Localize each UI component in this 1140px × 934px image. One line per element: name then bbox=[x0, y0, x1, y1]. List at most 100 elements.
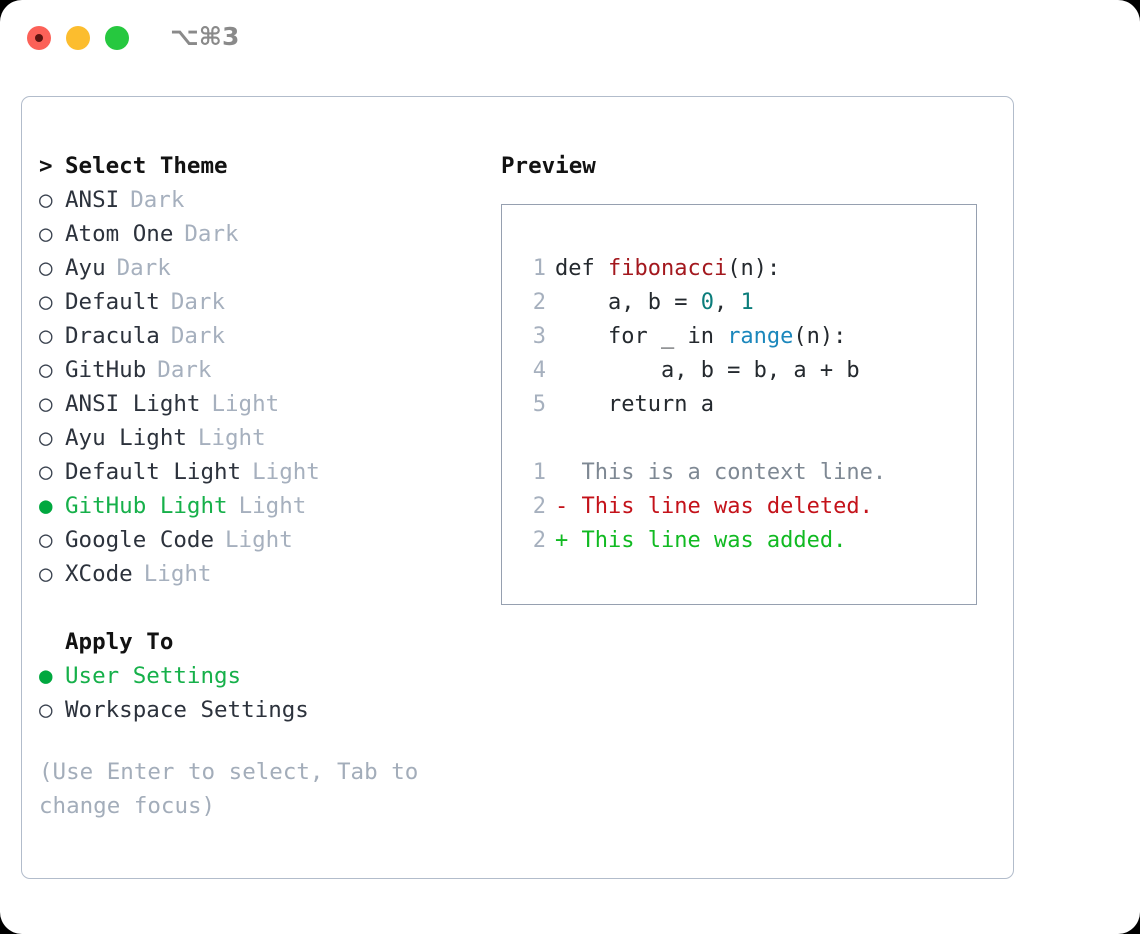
code-token: return a bbox=[555, 392, 714, 417]
theme-category-badge: Light bbox=[252, 459, 320, 485]
diff-marker: - bbox=[555, 494, 582, 519]
keyboard-hint: (Use Enter to select, Tab to change focu… bbox=[39, 759, 419, 819]
line-number: 5 bbox=[532, 392, 546, 417]
apply-to-option-user-settings[interactable]: ●User Settings bbox=[39, 659, 489, 693]
radio-unselected-icon: ○ bbox=[39, 561, 53, 587]
title-bar: ⌥⌘3 bbox=[0, 0, 1140, 78]
code-token: range bbox=[727, 324, 794, 349]
keyboard-shortcut-label: ⌥⌘3 bbox=[170, 22, 240, 51]
line-number: 2 bbox=[532, 290, 546, 315]
minimize-button[interactable] bbox=[66, 26, 90, 50]
code-line: 3 for _ in range(n): bbox=[520, 320, 976, 354]
theme-option-ansi[interactable]: ○ ANSI Dark bbox=[39, 183, 489, 217]
theme-category-badge: Dark bbox=[170, 289, 226, 315]
diff-marker: + bbox=[555, 528, 582, 553]
radio-unselected-icon: ○ bbox=[39, 323, 53, 349]
theme-category-badge: Dark bbox=[170, 323, 226, 349]
theme-option-label: XCode bbox=[65, 561, 133, 587]
diff-text: This line was deleted. bbox=[581, 494, 873, 519]
diff-marker bbox=[555, 460, 582, 485]
theme-option-label: ANSI bbox=[65, 187, 120, 213]
theme-option-github-light[interactable]: ● GitHub Light Light bbox=[39, 489, 489, 523]
theme-category-badge: Light bbox=[238, 493, 307, 519]
zoom-button[interactable] bbox=[105, 26, 129, 50]
theme-option-label: Google Code bbox=[65, 527, 215, 553]
select-theme-heading: >Select Theme bbox=[39, 149, 489, 183]
line-number: 2 bbox=[532, 528, 546, 553]
diff-text: This is a context line. bbox=[581, 460, 887, 485]
radio-unselected-icon: ○ bbox=[39, 187, 53, 213]
theme-category-badge: Dark bbox=[116, 255, 171, 281]
line-number: 1 bbox=[532, 256, 546, 281]
diff-line-ctx: 1 This is a context line. bbox=[520, 456, 976, 490]
apply-to-option-workspace-settings[interactable]: ○Workspace Settings bbox=[39, 693, 489, 727]
code-token: def bbox=[555, 256, 608, 281]
line-number: 4 bbox=[532, 358, 546, 383]
theme-option-default-light[interactable]: ○ Default Light Light bbox=[39, 455, 489, 489]
theme-option-label: GitHub Light bbox=[65, 493, 228, 519]
preview-title: Preview bbox=[501, 153, 596, 179]
radio-unselected-icon: ○ bbox=[39, 459, 53, 485]
radio-unselected-icon: ○ bbox=[39, 527, 53, 553]
theme-option-label: Default bbox=[65, 289, 160, 315]
list-spacer bbox=[39, 591, 489, 625]
theme-category-badge: Dark bbox=[157, 357, 212, 383]
code-line: 4 a, b = b, a + b bbox=[520, 354, 976, 388]
apply-to-option-label: User Settings bbox=[65, 663, 242, 689]
close-button[interactable] bbox=[27, 26, 51, 50]
theme-option-xcode[interactable]: ○ XCode Light bbox=[39, 557, 489, 591]
code-token: fibonacci bbox=[607, 256, 728, 281]
apply-to-heading: Apply To bbox=[39, 625, 489, 659]
theme-option-label: ANSI Light bbox=[65, 391, 201, 417]
theme-option-label: Ayu Light bbox=[65, 425, 187, 451]
theme-category-badge: Dark bbox=[130, 187, 185, 213]
theme-category-badge: Light bbox=[225, 527, 293, 553]
diff-sample: 1 This is a context line.2- This line wa… bbox=[520, 456, 976, 558]
code-line: 2 a, b = 0, 1 bbox=[520, 286, 976, 320]
radio-unselected-icon: ○ bbox=[39, 425, 53, 451]
theme-option-github[interactable]: ○ GitHub Dark bbox=[39, 353, 489, 387]
code-token: (n): bbox=[727, 256, 781, 281]
theme-category-badge: Dark bbox=[184, 221, 239, 247]
theme-option-label: Dracula bbox=[65, 323, 160, 349]
theme-option-label: Default Light bbox=[65, 459, 242, 485]
code-token: a, b = b, a + b bbox=[555, 358, 860, 383]
diff-text: This line was added. bbox=[581, 528, 847, 553]
radio-selected-icon: ● bbox=[39, 493, 53, 519]
code-token: for _ in bbox=[555, 324, 728, 349]
theme-option-label: Atom One bbox=[65, 221, 174, 247]
code-token: , bbox=[713, 290, 741, 315]
theme-category-badge: Light bbox=[143, 561, 212, 587]
line-number: 3 bbox=[532, 324, 546, 349]
theme-option-dracula[interactable]: ○ Dracula Dark bbox=[39, 319, 489, 353]
theme-option-google-code[interactable]: ○ Google Code Light bbox=[39, 523, 489, 557]
diff-line-del: 2- This line was deleted. bbox=[520, 490, 976, 524]
theme-option-label: GitHub bbox=[65, 357, 147, 383]
code-line: 1 def fibonacci(n): bbox=[520, 252, 976, 286]
code-token: (n): bbox=[793, 324, 847, 349]
theme-option-atom-one[interactable]: ○ Atom One Dark bbox=[39, 217, 489, 251]
apply-to-heading-label: Apply To bbox=[65, 629, 174, 655]
line-number: 1 bbox=[532, 460, 546, 485]
radio-unselected-icon: ○ bbox=[39, 357, 53, 383]
apply-to-list: ●User Settings○Workspace Settings bbox=[39, 659, 489, 727]
code-line: 5 return a bbox=[520, 388, 976, 422]
code-token: 1 bbox=[740, 290, 754, 315]
radio-unselected-icon: ○ bbox=[39, 221, 53, 247]
theme-option-label: Ayu bbox=[65, 255, 106, 281]
diff-line-add: 2 + This line was added. bbox=[520, 524, 976, 558]
window-controls bbox=[27, 26, 129, 50]
focus-caret-icon: > bbox=[39, 153, 53, 179]
theme-category-badge: Light bbox=[211, 391, 280, 417]
